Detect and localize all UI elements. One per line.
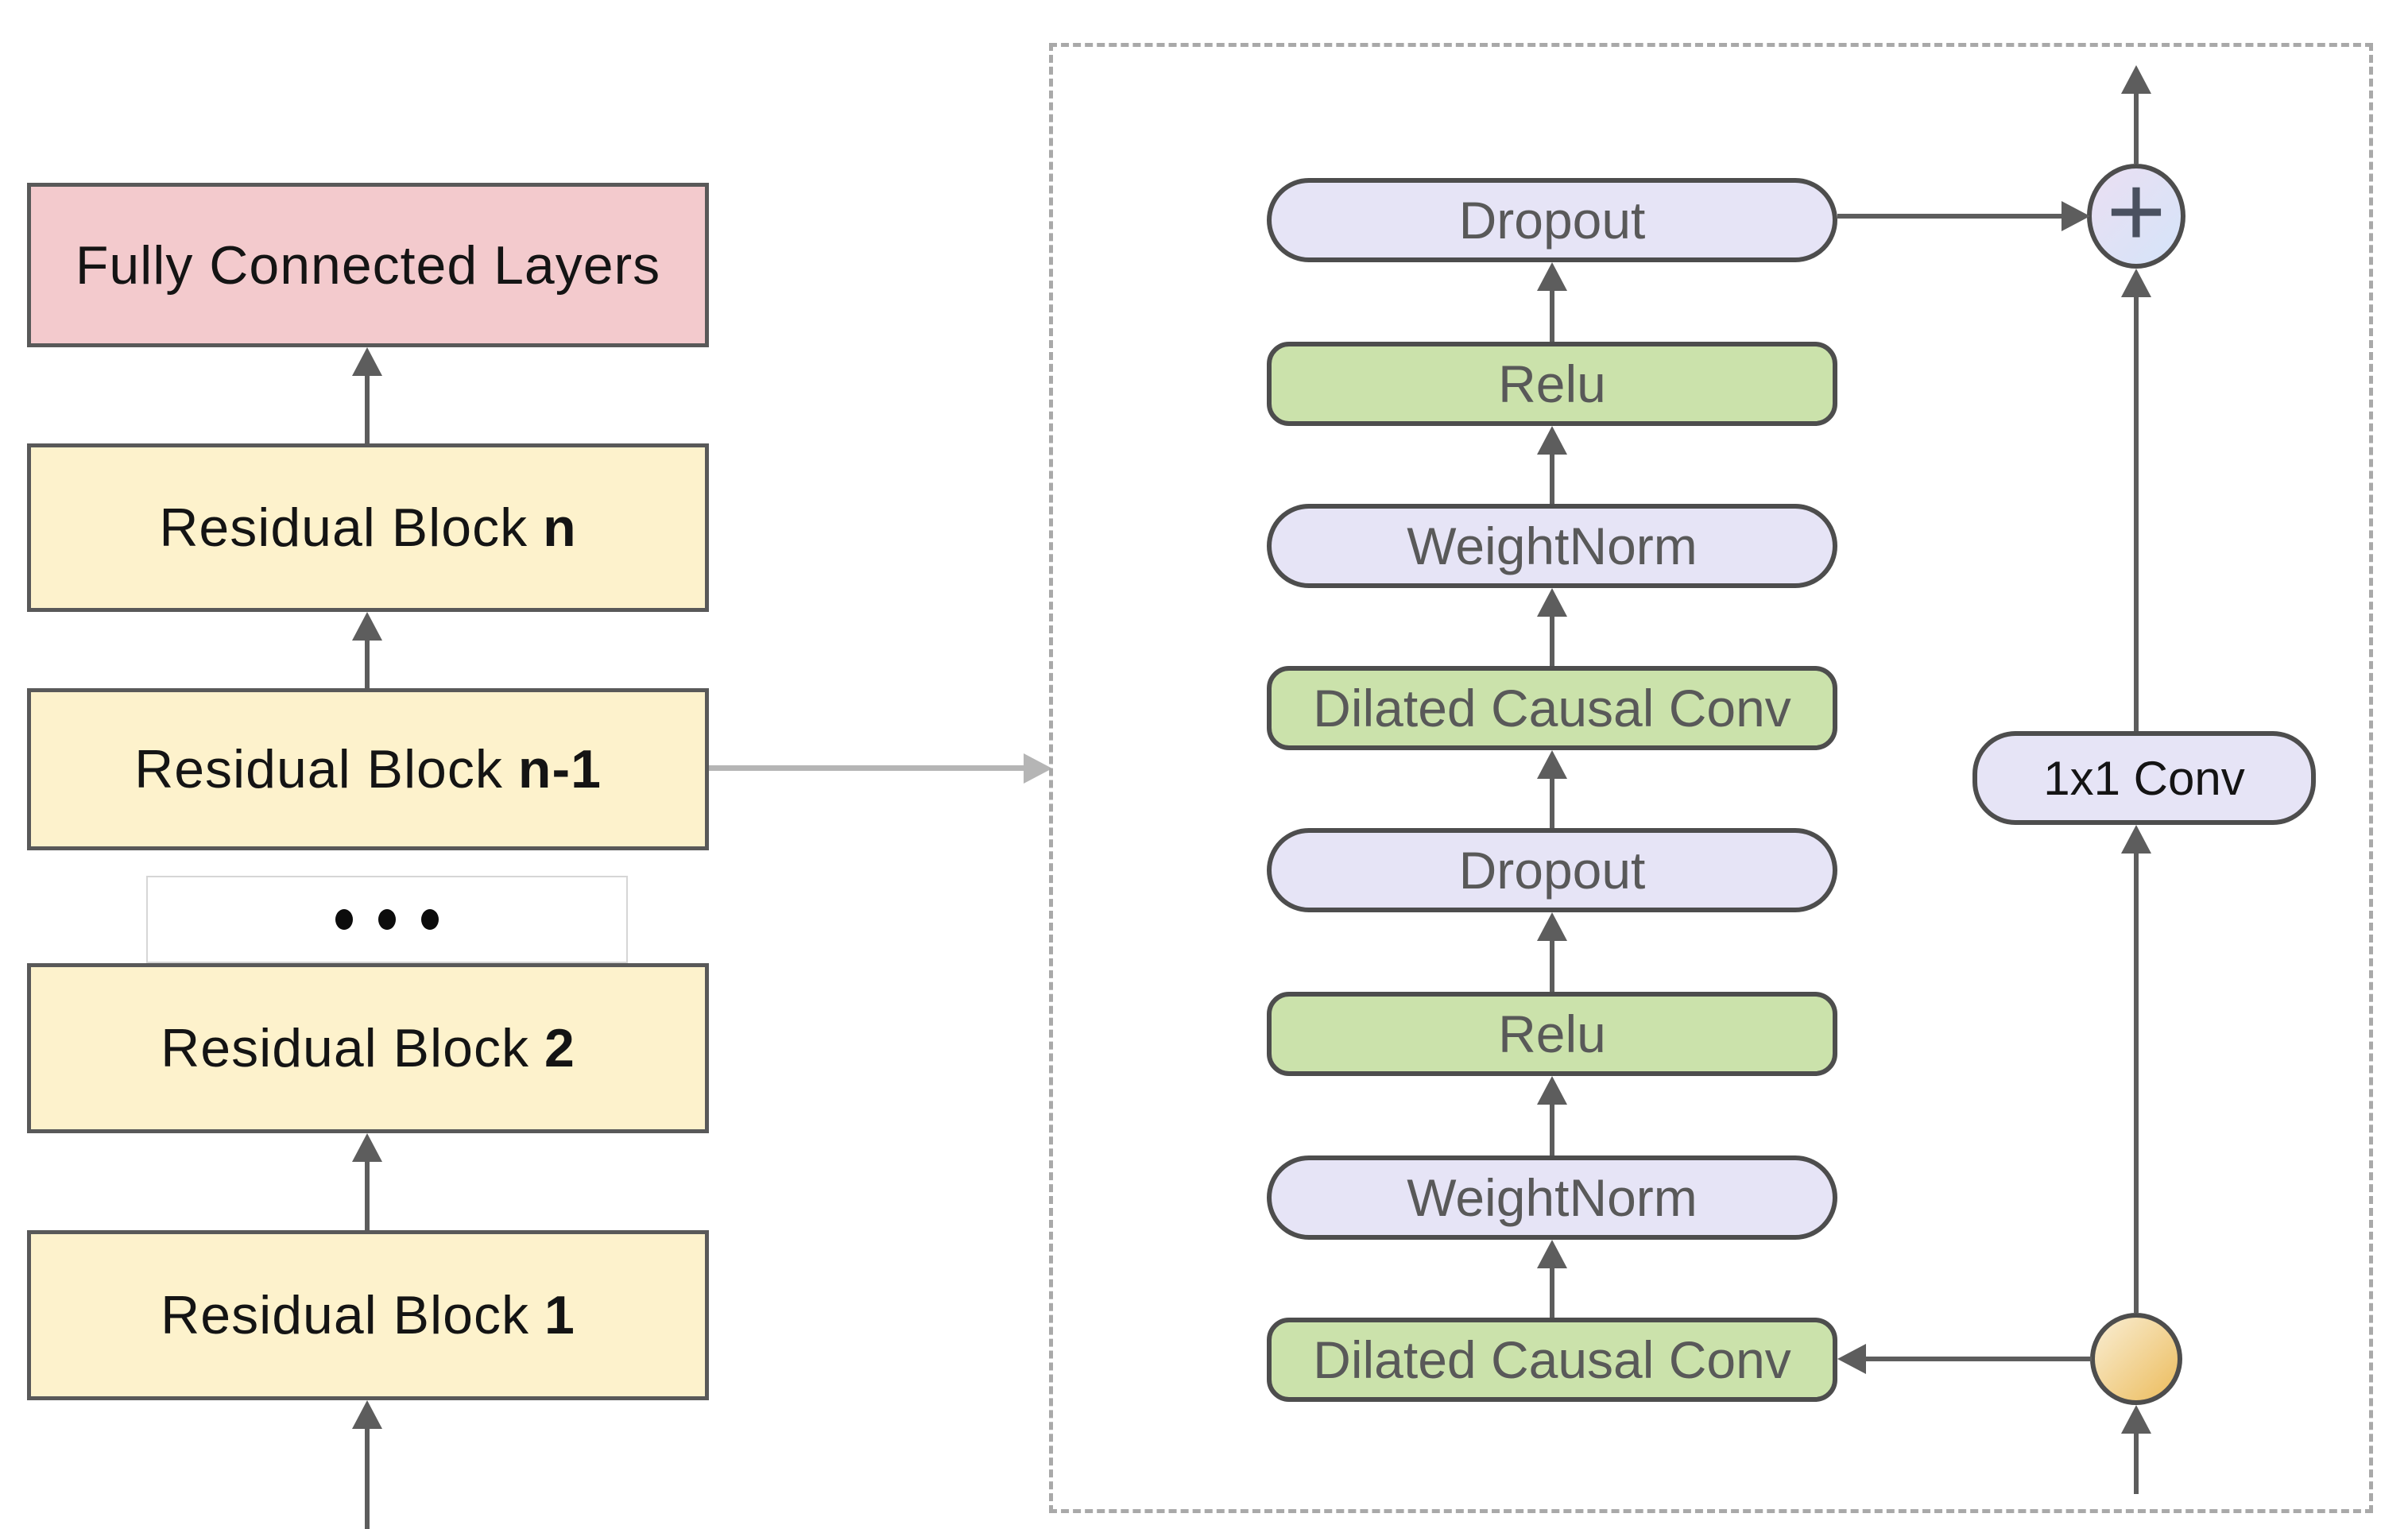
weightnorm-label: WeightNorm <box>1407 1168 1698 1227</box>
arrowhead-relu-to-dropout-icon <box>1537 262 1567 291</box>
arrow-rbn-to-fc-shaft <box>365 376 370 443</box>
arrowhead-conv-to-weightnorm2-icon <box>1537 1240 1567 1268</box>
arrowhead-conv-to-weightnorm-icon <box>1537 588 1567 617</box>
dropout-label: Dropout <box>1458 191 1646 250</box>
arrowhead-rbn1-to-rbn-icon <box>352 612 382 641</box>
arrow-dropout-to-conv-shaft <box>1550 779 1554 828</box>
fully-connected-layers-label: Fully Connected Layers <box>75 234 661 296</box>
arrowhead-dropout-to-sum-icon <box>2062 201 2090 231</box>
dilated-causal-conv-box-bottom: Dilated Causal Conv <box>1267 1318 1837 1402</box>
relu-label: Relu <box>1498 1004 1606 1063</box>
fully-connected-layers-box: Fully Connected Layers <box>27 183 709 347</box>
arrow-conv-to-weightnorm-shaft <box>1550 617 1554 666</box>
arrowhead-weightnorm-to-relu-icon <box>1537 426 1567 455</box>
arrow-dropout-to-sum-shaft <box>1837 214 2062 219</box>
residual-block-n-index: n <box>543 497 577 558</box>
weightnorm-box-top: WeightNorm <box>1267 504 1837 588</box>
residual-block-n-1-index: n-1 <box>517 739 602 799</box>
arrowhead-rb1-to-rb2-icon <box>352 1133 382 1162</box>
arrow-input-to-rb1-shaft <box>365 1429 370 1529</box>
arrow-weightnorm-to-relu2-shaft <box>1550 1105 1554 1155</box>
arrow-rb1-to-rb2-shaft <box>365 1162 370 1230</box>
arrowhead-input-to-rb1-icon <box>352 1400 382 1429</box>
residual-block-2-index: 2 <box>544 1018 575 1078</box>
arrowhead-dropout-to-conv-icon <box>1537 750 1567 779</box>
dilated-causal-conv-box-top: Dilated Causal Conv <box>1267 666 1837 750</box>
dropout-label: Dropout <box>1458 841 1646 900</box>
arrowhead-rbn-to-fc-icon <box>352 347 382 376</box>
arrow-relu-to-dropout-shaft <box>1550 291 1554 342</box>
residual-block-2-label: Residual Block <box>161 1018 529 1078</box>
residual-block-n-label: Residual Block <box>159 497 528 558</box>
dilated-causal-conv-label: Dilated Causal Conv <box>1313 1330 1791 1389</box>
arrowhead-block-input-icon <box>2121 1405 2151 1434</box>
arrowhead-conv1x1-to-sum-icon <box>2121 269 2151 297</box>
residual-block-1-label: Residual Block <box>161 1285 529 1345</box>
dropout-box-top: Dropout <box>1267 178 1837 262</box>
arrow-input-to-conv1x1-shaft <box>2134 854 2139 1313</box>
ellipsis-dot <box>378 909 396 930</box>
dilated-causal-conv-label: Dilated Causal Conv <box>1313 679 1791 737</box>
conv-1x1-label: 1x1 Conv <box>2043 751 2245 805</box>
relu-label: Relu <box>1498 354 1606 413</box>
conv-1x1-box: 1x1 Conv <box>1972 731 2316 825</box>
arrowhead-weightnorm-to-relu2-icon <box>1537 1076 1567 1105</box>
arrow-relu-to-dropout2-shaft <box>1550 941 1554 992</box>
arrow-block-input-shaft <box>2134 1434 2139 1494</box>
residual-block-1-index: 1 <box>544 1285 575 1345</box>
residual-block-n-1-label: Residual Block <box>134 739 503 799</box>
arrowhead-relu-to-dropout2-icon <box>1537 912 1567 941</box>
sum-node: + <box>2087 155 2185 269</box>
residual-block-detail-panel <box>1049 43 2373 1513</box>
arrow-conv1x1-to-sum-shaft <box>2134 297 2139 731</box>
arrowhead-input-to-conv1x1-icon <box>2121 825 2151 854</box>
arrow-block-output-shaft <box>2134 94 2139 164</box>
ellipsis-dot <box>421 909 439 930</box>
arrow-rbn1-to-rbn-shaft <box>365 641 370 688</box>
arrow-input-to-conv-shaft <box>1866 1357 2092 1361</box>
ellipsis-strip <box>146 876 628 963</box>
weightnorm-label: WeightNorm <box>1407 517 1698 575</box>
input-node <box>2090 1313 2182 1405</box>
relu-box-top: Relu <box>1267 342 1837 426</box>
connector-rbn1-to-detail-shaft <box>709 765 1024 771</box>
arrowhead-rbn1-to-detail-icon <box>1024 753 1052 784</box>
weightnorm-box-bottom: WeightNorm <box>1267 1155 1837 1240</box>
arrow-weightnorm-to-relu-shaft <box>1550 455 1554 504</box>
arrow-conv-to-weightnorm2-shaft <box>1550 1268 1554 1318</box>
arrowhead-input-to-conv-icon <box>1837 1344 1866 1374</box>
ellipsis-dot <box>335 909 353 930</box>
plus-icon: + <box>2106 154 2166 269</box>
arrowhead-block-output-icon <box>2121 65 2151 94</box>
dropout-box-bottom: Dropout <box>1267 828 1837 912</box>
relu-box-bottom: Relu <box>1267 992 1837 1076</box>
